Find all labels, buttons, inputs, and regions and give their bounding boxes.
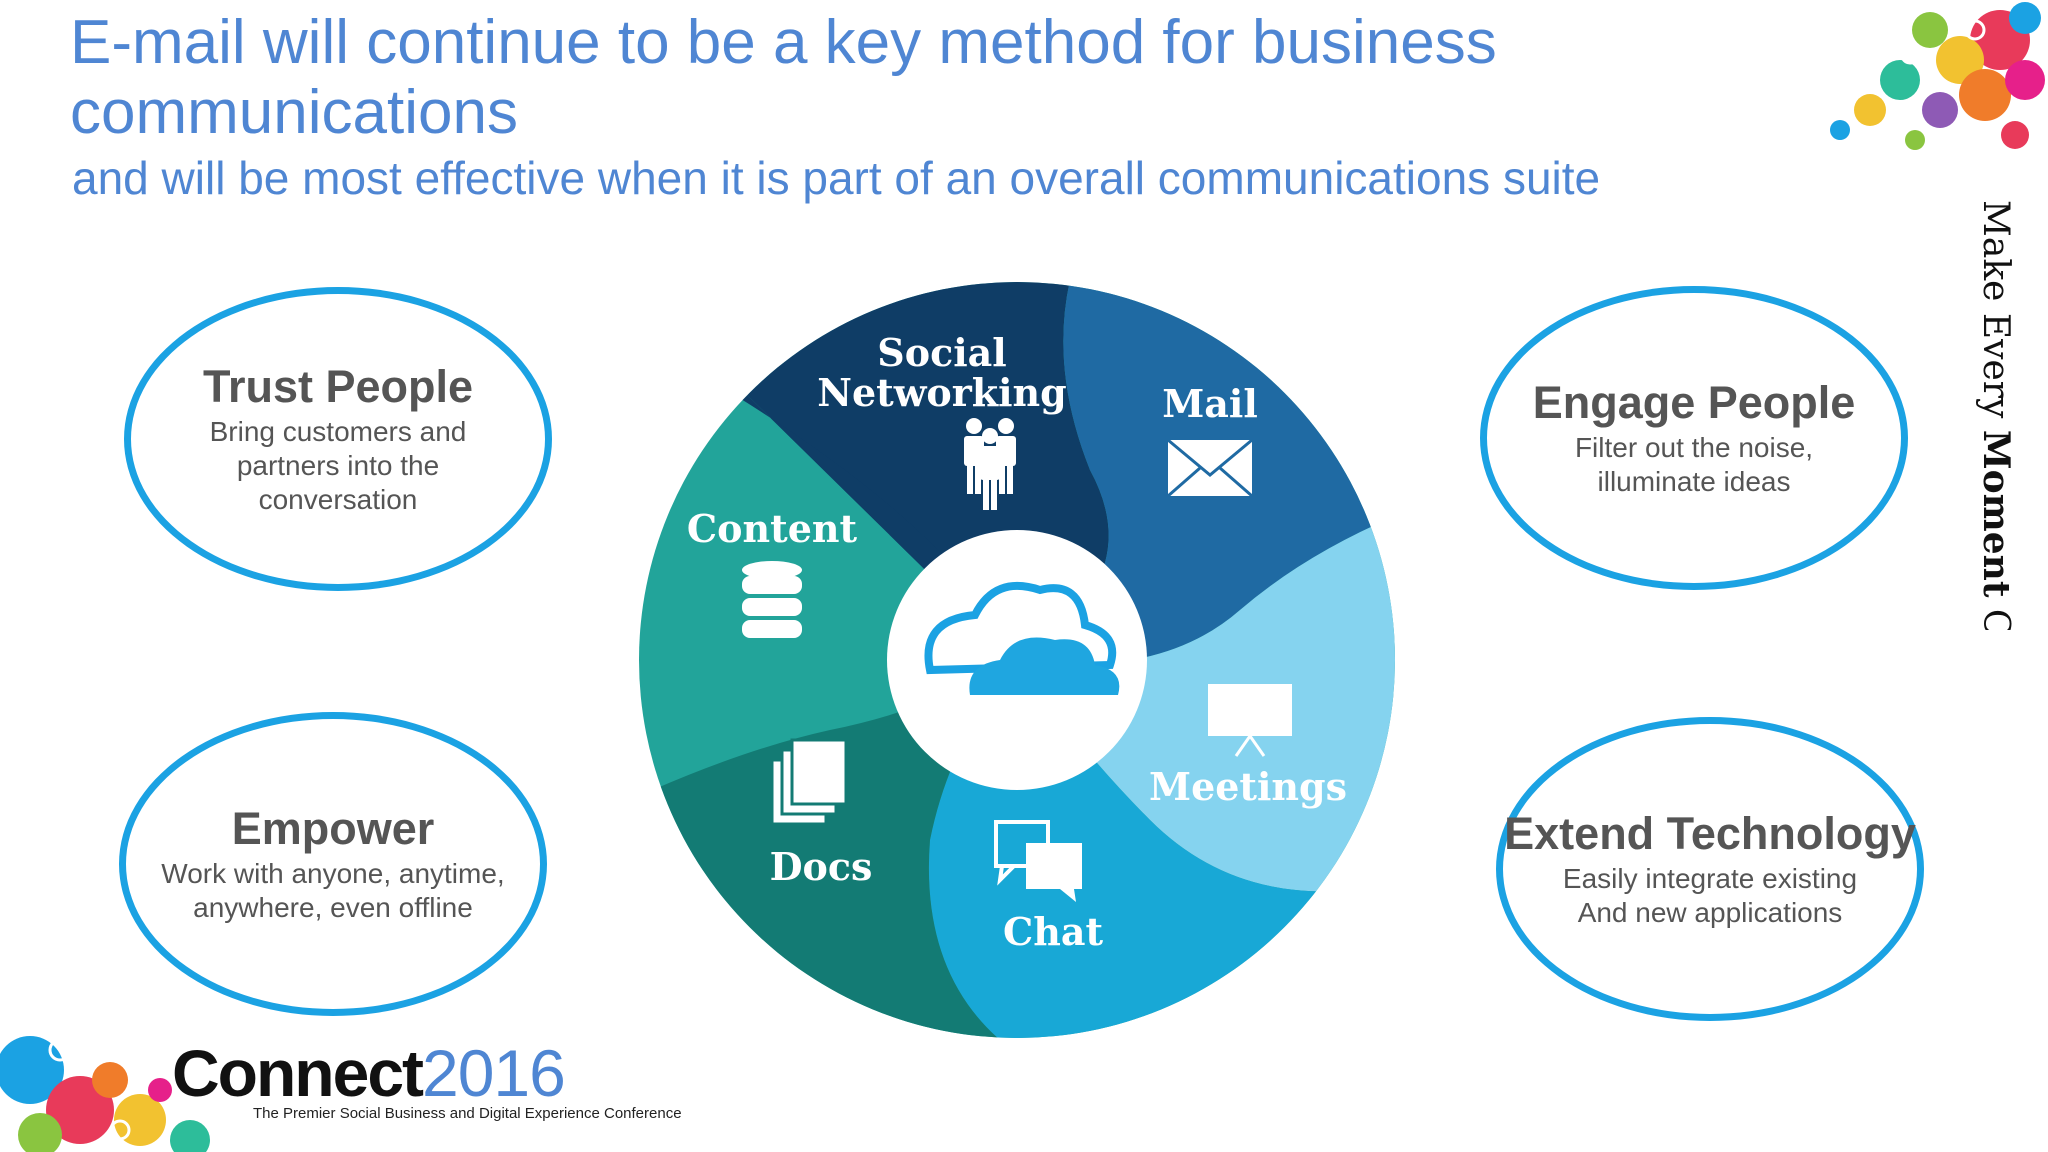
segment-label-networking: Networking <box>817 370 1067 415</box>
communications-wheel: Social Networking Mail Meetings Chat Doc… <box>639 282 1395 1038</box>
segment-label-social: Social <box>877 330 1006 375</box>
oval-empower: Empower Work with anyone, anytime, anywh… <box>119 712 547 1016</box>
segment-label-mail: Mail <box>1162 381 1258 426</box>
conference-tagline: The Premier Social Business and Digital … <box>253 1105 682 1122</box>
oval-title: Empower <box>231 803 435 854</box>
people-icon <box>964 418 1016 510</box>
tagline-part-2: Count <box>1975 597 2016 630</box>
connect-logo: Connect2016 <box>172 1035 566 1111</box>
oval-engage-people: Engage People Filter out the noise, illu… <box>1480 286 1908 590</box>
brand-year: 2016 <box>422 1036 566 1110</box>
tagline-bold: Moment <box>1975 430 2017 598</box>
oval-description: Easily integrate existing And new applic… <box>1562 863 1858 928</box>
oval-extend-technology: Extend Technology Easily integrate exist… <box>1496 717 1924 1021</box>
presentation-board-icon <box>1208 684 1292 757</box>
tagline-part-1: Make Every <box>1975 200 2016 430</box>
oval-description: Filter out the noise, illuminate ideas <box>1574 432 1814 497</box>
documents-icon <box>770 738 848 826</box>
oval-title: Trust People <box>202 361 474 412</box>
confetti-decoration-top <box>1830 2 2045 150</box>
oval-title: Engage People <box>1532 377 1856 428</box>
slide-subtitle: and will be most effective when it is pa… <box>72 152 1601 204</box>
svg-text:Make Every Moment Count: Make Every Moment Count <box>1975 200 2017 630</box>
oval-description: Work with anyone, anytime, anywhere, eve… <box>161 858 505 923</box>
oval-trust-people: Trust People Bring customers and partner… <box>124 287 552 591</box>
brand-name: Connect <box>172 1036 424 1110</box>
segment-label-chat: Chat <box>1003 909 1103 954</box>
cloud-icon <box>924 581 1120 695</box>
database-icon <box>742 561 802 638</box>
oval-title: Extend Technology <box>1504 808 1916 859</box>
slide-title: E-mail will continue to be a key method … <box>70 8 1497 147</box>
segment-label-meetings: Meetings <box>1149 764 1347 809</box>
segment-label-content: Content <box>687 506 858 551</box>
envelope-icon <box>1167 438 1253 498</box>
chat-bubbles-icon <box>994 820 1082 902</box>
segment-label-docs: Docs <box>770 844 873 889</box>
oval-description: Bring customers and partners into the co… <box>209 416 467 515</box>
vertical-tagline: Make Every Moment Count <box>1975 200 2017 630</box>
confetti-decoration-bottom <box>0 1036 210 1152</box>
